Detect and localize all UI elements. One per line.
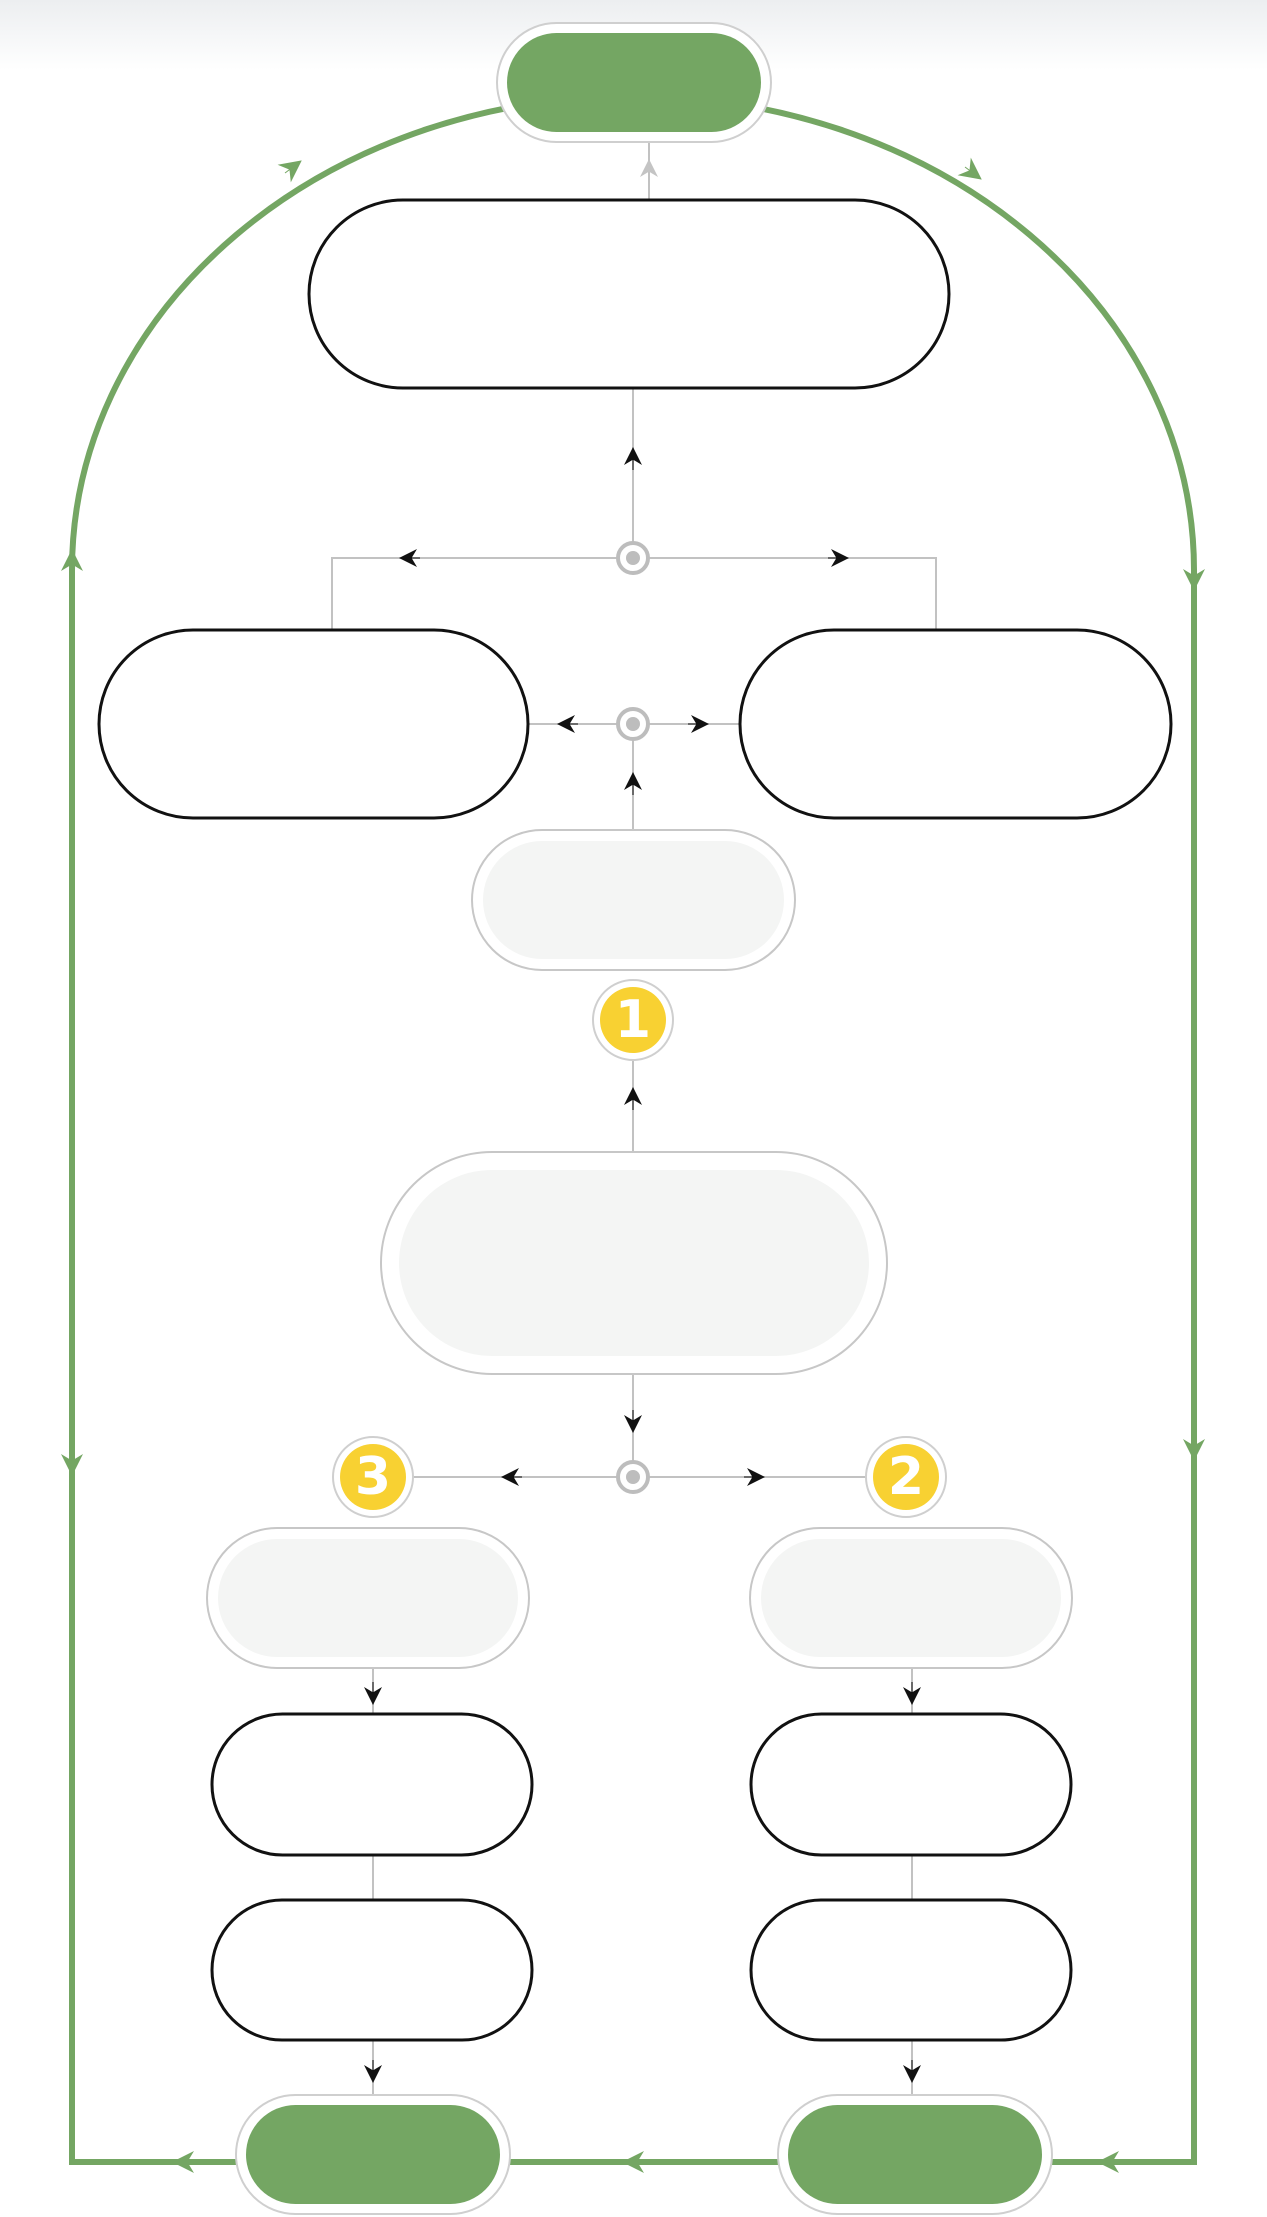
junction-node (616, 541, 650, 575)
loop-arrow (957, 157, 982, 180)
left-soft-node (206, 1527, 530, 1669)
right-box-b (749, 1898, 1073, 2042)
upper-soft-node (471, 829, 796, 971)
badge-3: 3 (332, 1436, 414, 1518)
loop-arrows (61, 157, 1205, 2173)
connector-arrows (364, 159, 921, 2083)
loop-arrow (277, 160, 302, 183)
badge-2-number: 2 (888, 1447, 924, 1507)
right-box-a (749, 1712, 1073, 1857)
left-box-b (210, 1898, 534, 2042)
left-box (97, 628, 530, 820)
junction-node (616, 707, 650, 741)
connector-line (331, 557, 620, 630)
bottom-left-terminal (235, 2094, 511, 2215)
left-box-a (210, 1712, 534, 1857)
right-box (738, 628, 1173, 820)
top-box (307, 198, 951, 390)
bottom-right-terminal (777, 2094, 1053, 2215)
badge-1: 1 (592, 979, 674, 1061)
badge-3-number: 3 (355, 1447, 391, 1507)
connector-line (646, 557, 937, 630)
center-soft-node (380, 1151, 888, 1375)
badge-2: 2 (865, 1436, 947, 1518)
right-soft-node (749, 1527, 1073, 1669)
junction-node (616, 1460, 650, 1494)
top-terminal (496, 22, 772, 143)
badge-1-number: 1 (615, 990, 651, 1050)
